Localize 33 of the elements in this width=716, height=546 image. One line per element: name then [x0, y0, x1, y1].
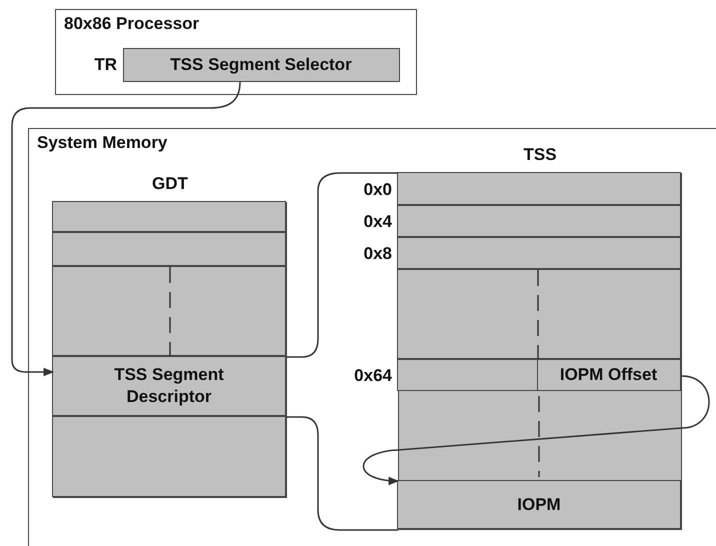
table-row	[397, 172, 681, 205]
table-row	[397, 237, 681, 269]
table-row	[52, 416, 286, 497]
memory-table	[52, 202, 286, 498]
table-heading: TSS	[522, 145, 558, 165]
bracket-line	[287, 416, 398, 531]
table-row	[397, 205, 681, 237]
register-name: TR	[94, 54, 117, 76]
offset-label: 0x0	[364, 178, 392, 200]
field-label: TSS Segment Selector	[169, 54, 353, 74]
register-field	[122, 48, 400, 82]
container-title: 80x86 Processor	[64, 14, 200, 34]
container-title: System Memory	[37, 133, 168, 153]
table-heading: GDT	[151, 174, 189, 194]
field-label: IOPM	[516, 494, 562, 514]
memory-table	[398, 172, 682, 530]
table-row	[397, 359, 681, 391]
arrow	[11, 82, 241, 376]
bracket-line	[287, 172, 398, 358]
offset-label: 0x8	[364, 243, 392, 265]
table-row	[397, 269, 681, 359]
table-row	[397, 480, 681, 529]
offset-label: 0x4	[364, 211, 392, 233]
arrow	[363, 375, 710, 485]
descriptor-label: TSS Segment Descriptor	[113, 364, 225, 408]
offset-label: 0x64	[354, 365, 392, 387]
container-frame	[28, 128, 716, 546]
table-row	[52, 266, 286, 356]
field-label: IOPM Offset	[558, 364, 658, 384]
table-row	[52, 232, 286, 266]
container-frame	[55, 9, 417, 95]
table-row	[52, 201, 286, 232]
table-row	[52, 356, 286, 416]
